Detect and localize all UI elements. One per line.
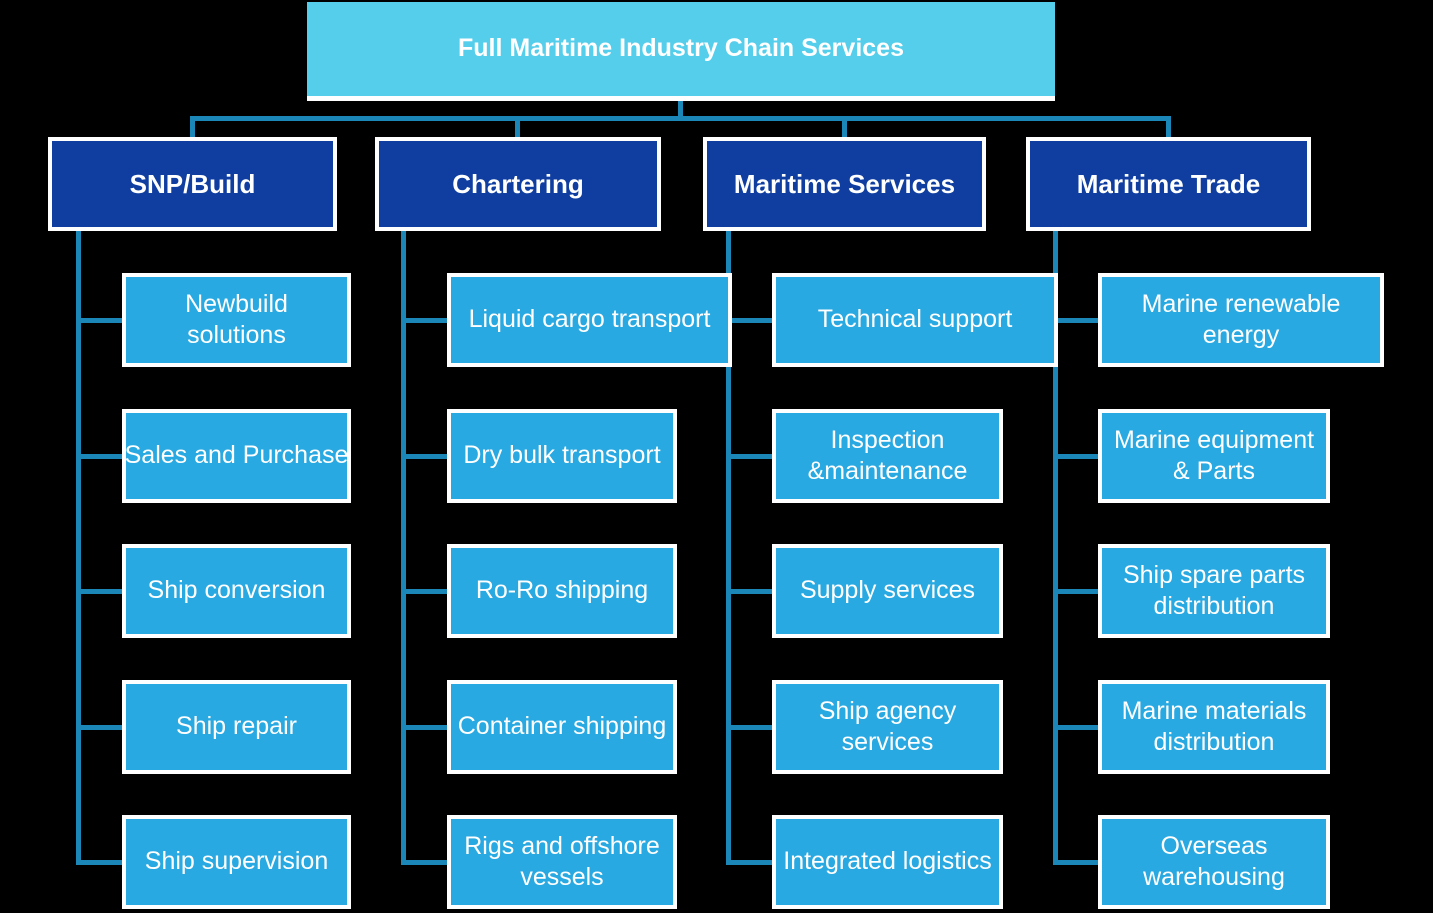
stub-services-4: [726, 725, 772, 730]
stub-chartering-2: [401, 454, 447, 459]
stub-services-1: [726, 318, 772, 323]
stub-trade-5: [1053, 860, 1098, 865]
stub-chartering-5: [401, 860, 447, 865]
child-ro-ro-shipping: Ro-Ro shipping: [447, 544, 677, 638]
child-newbuild-solutions: Newbuild solutions: [122, 273, 351, 367]
child-technical-support: Technical support: [772, 273, 1058, 367]
child-ship-conversion: Ship conversion: [122, 544, 351, 638]
spine-maritime-trade: [1053, 231, 1058, 865]
stub-trade-1: [1053, 318, 1098, 323]
stub-services-3: [726, 589, 772, 594]
stub-trade-3: [1053, 589, 1098, 594]
connector-drop-chartering: [515, 121, 520, 137]
stub-services-5: [726, 860, 772, 865]
spine-maritime-services: [726, 231, 731, 865]
stub-trade-4: [1053, 725, 1098, 730]
child-supply-services: Supply services: [772, 544, 1003, 638]
spine-snp-build: [76, 231, 81, 865]
child-dry-bulk-transport: Dry bulk transport: [447, 409, 677, 503]
connector-root-stem: [678, 101, 683, 116]
child-marine-renewable-energy: Marine renewable energy: [1098, 273, 1384, 367]
child-container-shipping: Container shipping: [447, 680, 677, 774]
stub-chartering-1: [401, 318, 447, 323]
stub-chartering-4: [401, 725, 447, 730]
child-overseas-warehousing: Overseas warehousing: [1098, 815, 1330, 909]
connector-drop-maritime-services: [842, 121, 847, 137]
spine-chartering: [401, 231, 406, 865]
child-liquid-cargo-transport: Liquid cargo transport: [447, 273, 732, 367]
stub-snp-3: [76, 589, 122, 594]
connector-drop-maritime-trade: [1166, 121, 1171, 137]
child-ship-repair: Ship repair: [122, 680, 351, 774]
child-rigs-and-offshore-vessels: Rigs and offshore vessels: [447, 815, 677, 909]
header-snp-build: SNP/Build: [48, 137, 337, 231]
stub-services-2: [726, 454, 772, 459]
header-chartering: Chartering: [375, 137, 661, 231]
root-node: Full Maritime Industry Chain Services: [307, 2, 1055, 101]
child-marine-equipment-parts: Marine equipment & Parts: [1098, 409, 1330, 503]
stub-chartering-3: [401, 589, 447, 594]
child-ship-spare-parts-distribution: Ship spare parts distribution: [1098, 544, 1330, 638]
stub-snp-2: [76, 454, 122, 459]
child-ship-agency-services: Ship agency services: [772, 680, 1003, 774]
connector-branch-hline: [190, 116, 1171, 121]
stub-snp-1: [76, 318, 122, 323]
header-maritime-trade: Maritime Trade: [1026, 137, 1311, 231]
child-inspection-maintenance: Inspection &maintenance: [772, 409, 1003, 503]
header-maritime-services: Maritime Services: [703, 137, 986, 231]
child-sales-and-purchase: Sales and Purchase: [122, 409, 351, 503]
stub-trade-2: [1053, 454, 1098, 459]
child-ship-supervision: Ship supervision: [122, 815, 351, 909]
stub-snp-4: [76, 725, 122, 730]
stub-snp-5: [76, 860, 122, 865]
child-marine-materials-distribution: Marine materials distribution: [1098, 680, 1330, 774]
connector-drop-snp-build: [190, 121, 195, 137]
child-integrated-logistics: Integrated logistics: [772, 815, 1003, 909]
